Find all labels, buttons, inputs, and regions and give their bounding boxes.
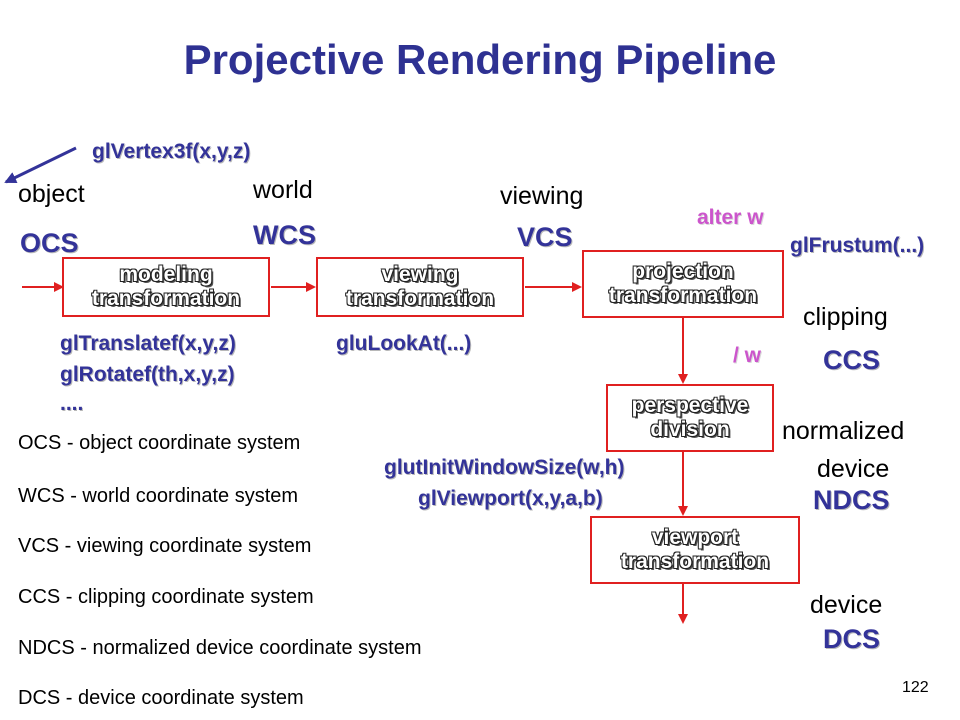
perspective-division-box: perspective division (606, 384, 774, 452)
viewing-transformation-box: viewing transformation (316, 257, 524, 317)
gltranslatef-call: glTranslatef(x,y,z) (60, 332, 236, 355)
normalized-label: normalized (782, 417, 905, 445)
modeling-box-line2: transformation (91, 287, 241, 310)
glrotatef-call: glRotatef(th,x,y,z) (60, 363, 235, 386)
modeling-transformation-box: modeling transformation (62, 257, 270, 317)
definition-ocs: OCS - object coordinate system (18, 432, 301, 454)
slide-title: Projective Rendering Pipeline (183, 36, 777, 83)
ellipsis: .... (60, 392, 84, 415)
definition-wcs: WCS - world coordinate system (18, 485, 299, 507)
viewport-box-line2: transformation (620, 550, 770, 573)
modeling-box-line1: modeling (119, 263, 213, 286)
projection-transformation-box: projection transformation (582, 250, 784, 318)
viewing-box-line2: transformation (345, 287, 495, 310)
object-label: object (18, 180, 85, 208)
glvertex3f-call: glVertex3f(x,y,z) (92, 140, 251, 163)
projection-box-line2: transformation (608, 284, 758, 307)
perspective-box-line2: division (650, 418, 730, 441)
viewport-transformation-box: viewport transformation (590, 516, 800, 584)
ccs-acronym: CCS (823, 345, 881, 375)
glfrustum-call: glFrustum(...) (790, 234, 925, 257)
glutinitwindowsize-call: glutInitWindowSize(w,h) (384, 456, 625, 479)
glulookat-call: gluLookAt(...) (336, 332, 472, 355)
normalized-device-label: device (817, 455, 890, 483)
definition-vcs: VCS - viewing coordinate system (18, 535, 312, 557)
divide-w-note: / w (733, 344, 762, 367)
viewport-box-line1: viewport (651, 526, 739, 549)
ocs-acronym: OCS (20, 228, 79, 258)
definition-ndcs: NDCS - normalized device coordinate syst… (18, 637, 422, 659)
ndcs-acronym: NDCS (813, 485, 890, 515)
viewing-box-line1: viewing (381, 263, 459, 286)
perspective-box-line1: perspective (631, 394, 749, 417)
vcs-acronym: VCS (517, 222, 573, 252)
alter-w-note: alter w (697, 206, 764, 229)
definition-dcs: DCS - device coordinate system (18, 687, 304, 709)
clipping-label: clipping (803, 303, 888, 331)
page-number: 122 (902, 679, 929, 696)
dcs-acronym: DCS (823, 624, 881, 654)
wcs-acronym: WCS (253, 220, 316, 250)
glviewport-call: glViewport(x,y,a,b) (418, 487, 603, 510)
projection-box-line1: projection (632, 260, 734, 283)
vertex-arrow (4, 146, 77, 184)
device-label: device (810, 591, 883, 619)
viewing-label: viewing (500, 182, 584, 210)
world-label: world (253, 176, 313, 204)
definition-ccs: CCS - clipping coordinate system (18, 586, 314, 608)
